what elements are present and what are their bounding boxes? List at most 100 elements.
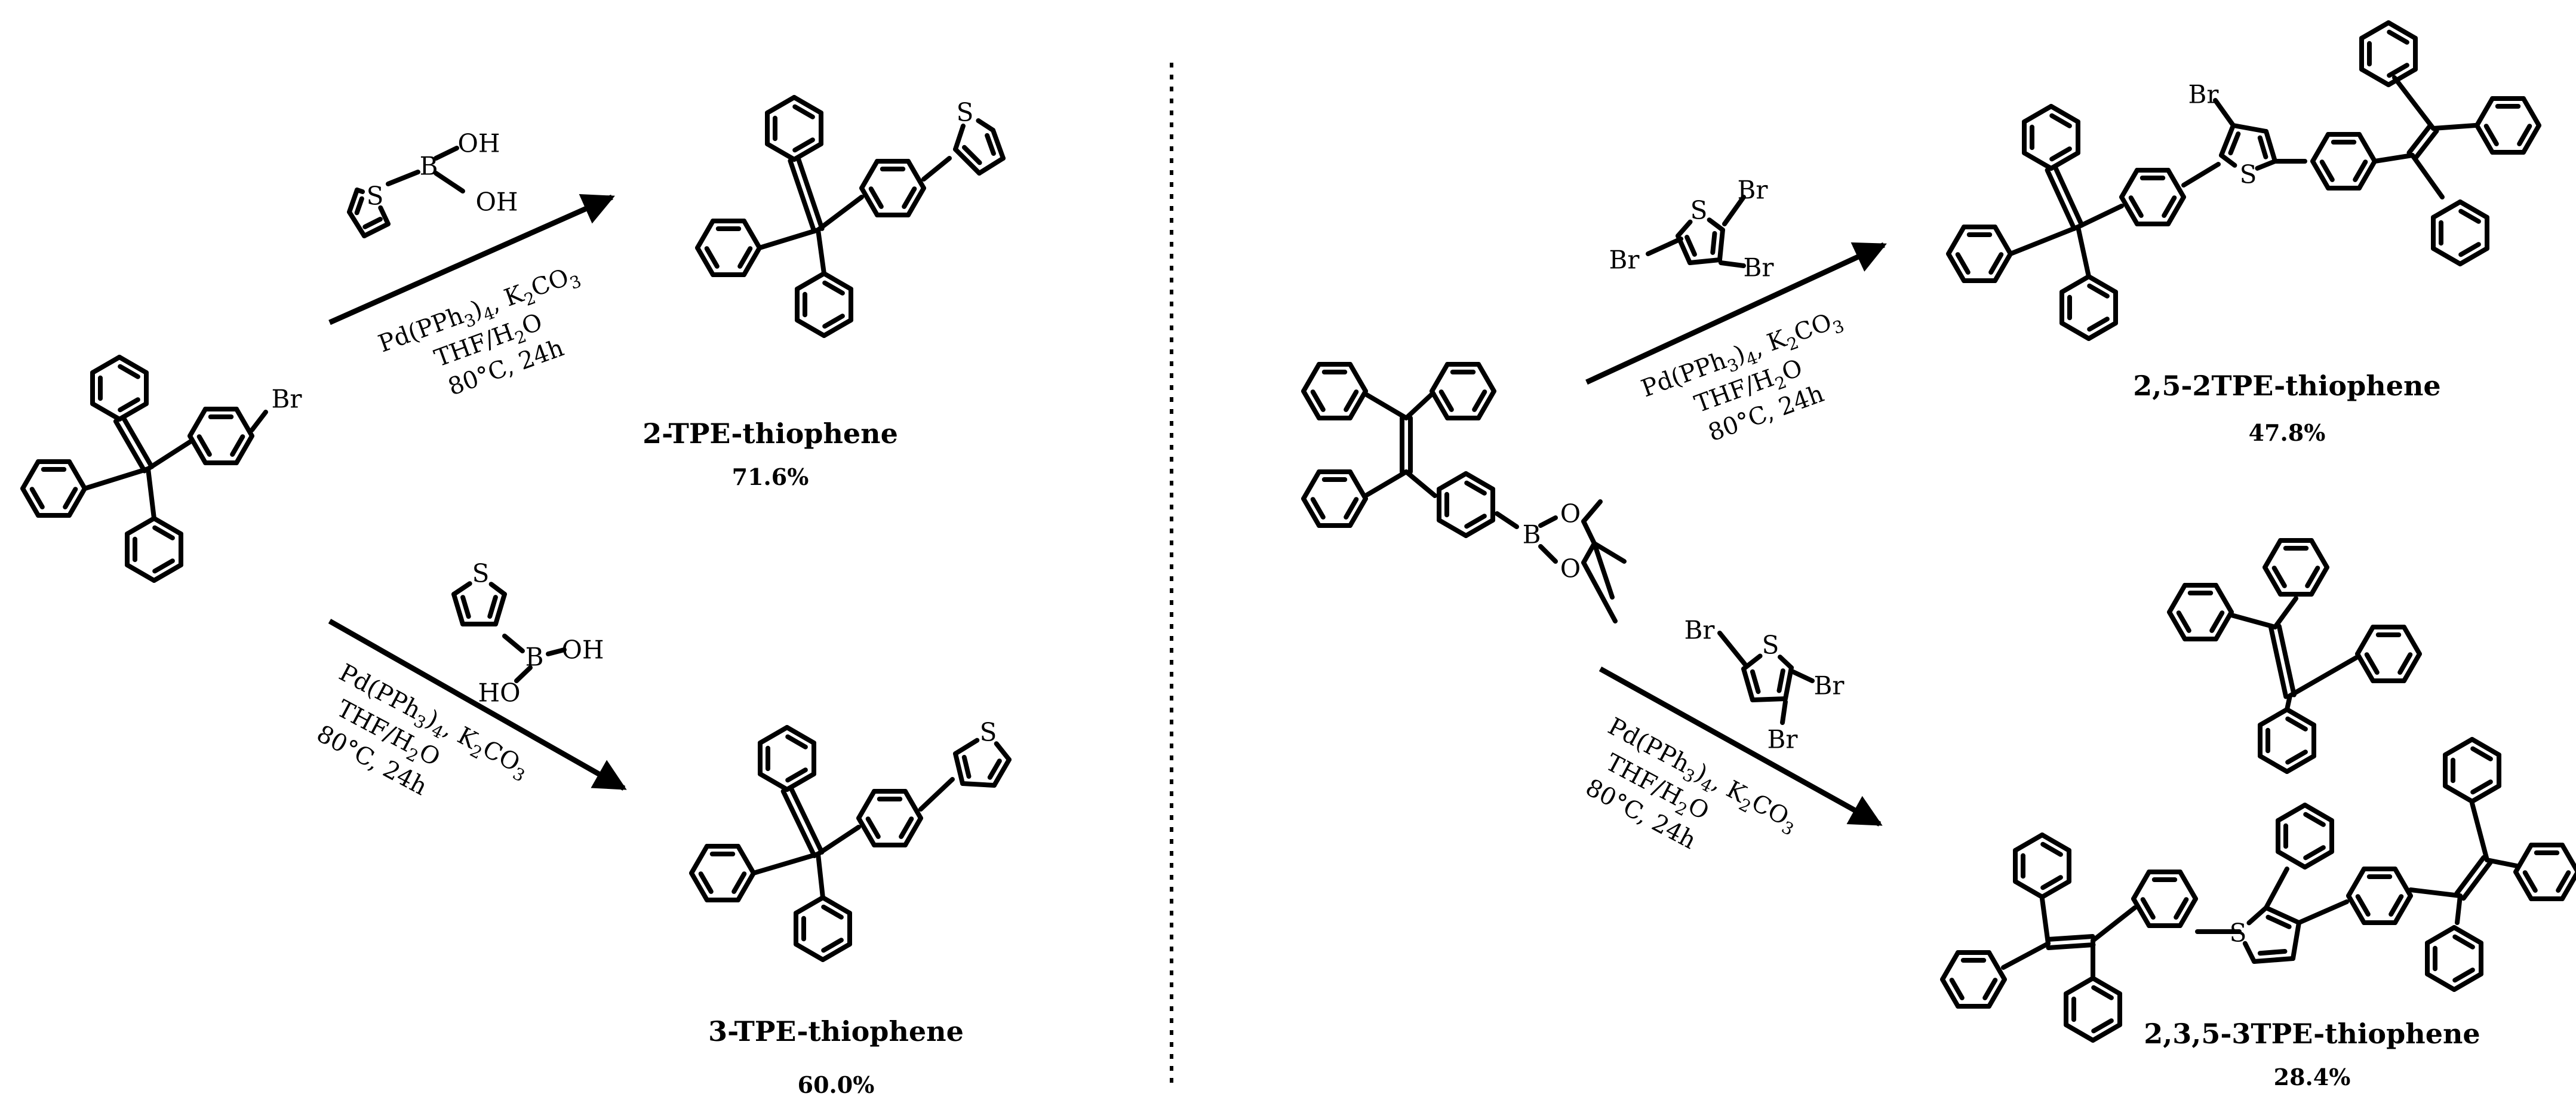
- bond: [1646, 236, 1683, 256]
- product-name-2-tpe-thiophene: 2-TPE-thiophene: [643, 417, 898, 450]
- product-yield-2-5-2tpe-thiophene: 47.8%: [2249, 419, 2326, 446]
- ring-double-bond: [731, 871, 747, 894]
- thiophene-double-bond: [2257, 949, 2288, 956]
- ring-double-bond: [1310, 389, 1326, 412]
- bond: [1363, 392, 1409, 420]
- ring-bond: [90, 355, 122, 375]
- ring-bond: [736, 844, 756, 875]
- ring-bond: [2022, 104, 2054, 124]
- ring-bond: [2359, 67, 2391, 87]
- ring-bond: [125, 516, 156, 536]
- thiophene-double-bond: [1750, 669, 1761, 695]
- arrow-to-2-5-2tpe-thiophene: [1585, 242, 1887, 385]
- double-bond: [2045, 167, 2077, 231]
- ring-bond: [1430, 362, 1450, 394]
- ring-bond: [2425, 972, 2457, 992]
- thiophene-bond: [347, 188, 359, 214]
- ring-bond: [2285, 754, 2316, 774]
- ring-bond: [742, 245, 762, 277]
- bond: [2091, 905, 2137, 943]
- ring-double-bond: [2209, 610, 2225, 633]
- ring-bond: [2560, 843, 2576, 874]
- ring-bond: [2276, 849, 2307, 870]
- double-bond: [795, 155, 825, 231]
- ring-bond: [2470, 737, 2501, 757]
- bromine-label: Br: [1684, 616, 1716, 645]
- ring-double-bond: [2522, 870, 2538, 893]
- thiophene-bond: [2219, 123, 2236, 158]
- ring-bond: [689, 844, 709, 875]
- ring-bond: [2013, 832, 2045, 853]
- ring-double-bond: [1344, 389, 1359, 412]
- thiophene-bond: [976, 118, 995, 133]
- bond: [2372, 153, 2415, 164]
- product-name-2-5-2tpe-thiophene: 2,5-2TPE-thiophene: [2133, 370, 2440, 402]
- ring-double-bond: [2091, 985, 2114, 1000]
- thiophene-double-bond: [362, 217, 383, 229]
- ring-bond: [2309, 565, 2329, 597]
- ring-bond: [117, 355, 149, 375]
- double-bond: [2052, 164, 2085, 228]
- ring-double-bond: [785, 734, 808, 749]
- thiophene-bond: [953, 738, 980, 756]
- ring-bond: [1993, 251, 2013, 283]
- bond: [1495, 511, 1519, 529]
- ring-bond: [822, 318, 853, 338]
- thiophene-bond: [1687, 257, 1722, 265]
- bromine-label: Br: [1814, 671, 1845, 701]
- bond: [502, 634, 525, 653]
- hydroxyl-label: OH: [457, 129, 500, 158]
- sulfur-label: S: [367, 182, 384, 211]
- double-bond: [2406, 123, 2433, 155]
- bond: [1581, 560, 1618, 623]
- boron-label: B: [420, 152, 438, 181]
- molecule-bonds: [20, 20, 2576, 1043]
- ring-double-bond: [785, 767, 808, 783]
- thiophene-bond: [994, 741, 1012, 762]
- ring-bond: [736, 871, 756, 902]
- ring-bond: [856, 789, 877, 821]
- ring-double-bond: [2364, 652, 2380, 675]
- bond: [146, 466, 156, 521]
- sulfur-label: S: [472, 559, 490, 588]
- double-bond: [113, 419, 147, 474]
- ring-bond: [2346, 867, 2366, 898]
- ring-bond: [20, 459, 41, 491]
- ring-bond: [695, 245, 715, 277]
- ring-bond: [187, 407, 208, 438]
- ring-double-bond: [2049, 113, 2072, 128]
- ring-double-bond: [2355, 894, 2371, 917]
- double-bond: [2276, 623, 2297, 698]
- thiophene-double-bond: [1776, 668, 1785, 693]
- thiophene-bond: [953, 123, 966, 152]
- ring-bond: [2178, 896, 2198, 928]
- ring-bond: [1348, 389, 1368, 420]
- ring-bond: [2091, 976, 2122, 996]
- ring-double-bond: [1982, 978, 1998, 1000]
- ring-double-bond: [2556, 870, 2571, 893]
- bond: [2229, 613, 2277, 629]
- thiophene-double-bond: [2228, 131, 2241, 156]
- ring-bond: [2431, 199, 2463, 220]
- oxygen-label: O: [1560, 554, 1581, 583]
- bond: [546, 647, 567, 656]
- bond: [1780, 699, 1788, 725]
- ring-bond: [152, 516, 183, 536]
- bond: [2485, 858, 2519, 868]
- product-yield-3-tpe-thiophene: 60.0%: [798, 1071, 875, 1098]
- ring-double-bond: [152, 525, 175, 540]
- ring-bond: [2355, 652, 2375, 683]
- thiophene-bond: [493, 592, 507, 626]
- thiophene-bond: [2255, 159, 2277, 171]
- bond: [1592, 541, 1627, 564]
- ring-bond: [2013, 879, 2045, 899]
- ring-bond: [2119, 195, 2140, 226]
- ring-double-bond: [1464, 480, 1487, 496]
- ring-double-bond: [29, 487, 45, 509]
- bond: [757, 228, 820, 250]
- ring-bond: [2022, 150, 2054, 171]
- thiophene-double-bond: [962, 145, 982, 165]
- ring-bond: [2178, 870, 2198, 901]
- ring-bond: [2119, 168, 2140, 199]
- product-name-2-3-5-3tpe-thiophene: 2,3,5-3TPE-thiophene: [2144, 1018, 2480, 1050]
